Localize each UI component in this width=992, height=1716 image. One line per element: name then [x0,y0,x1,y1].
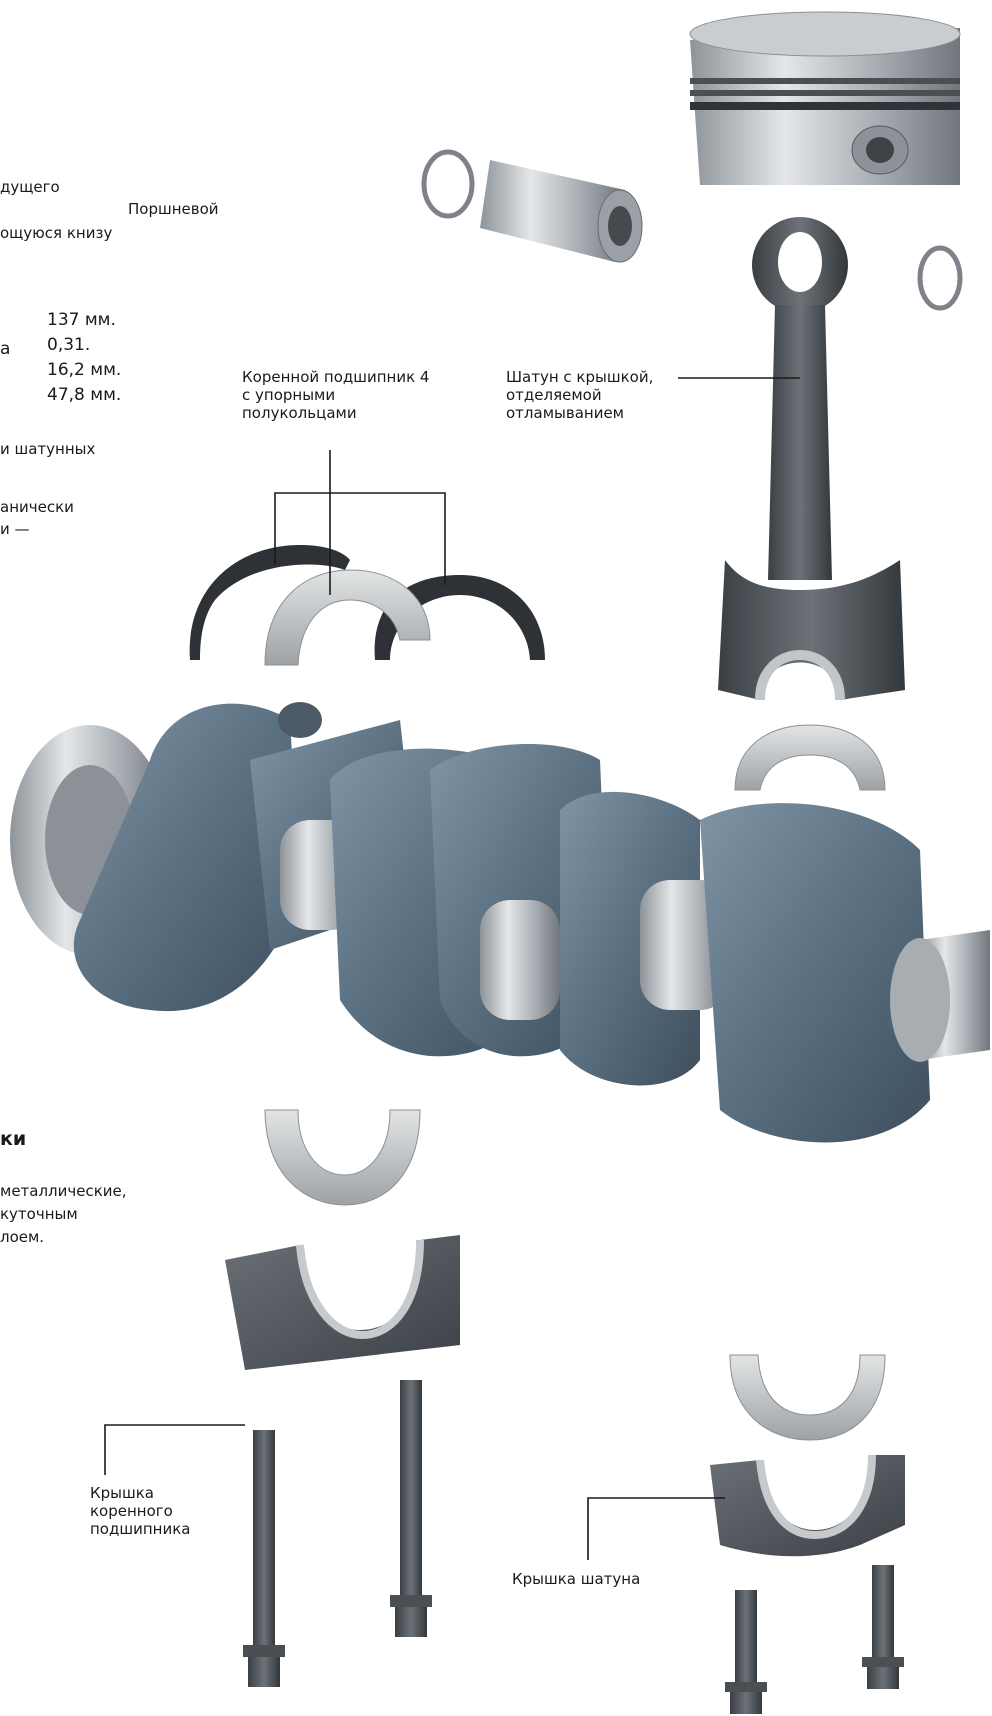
connecting-rod-icon [718,217,905,700]
intro-line-3: ощуюся книзу [0,224,112,243]
bearing-line-2: куточным [0,1205,78,1224]
rod-cap-icon [710,1455,905,1556]
spec-left-fragment: а [0,339,10,360]
label-main-cap-line-3: подшипника [90,1520,190,1538]
body-line-1: и шатунных [0,440,95,459]
label-main-bearing-line-1: Коренной подшипник 4 [242,368,429,386]
label-rod-cap: Крышка шатуна [512,1570,640,1588]
label-conrod-line-3: отламыванием [506,404,624,422]
spec-value-3: 16,2 мм. [47,360,121,381]
piston-pin-icon [480,160,642,262]
section-heading: ки [0,1128,26,1150]
label-main-cap-line-1: Крышка [90,1484,154,1502]
body-line-2: анически [0,498,74,517]
intro-line-2: Поршневой [128,200,219,219]
main-bearing-shell-lower-icon [265,1110,420,1205]
body-line-3: и — [0,520,30,539]
bearing-line-1: металлические, [0,1182,127,1201]
label-conrod-line-1: Шатун с крышкой, [506,368,653,386]
label-main-bearing-line-3: полукольцами [242,404,357,422]
bearing-line-3: лоем. [0,1228,44,1247]
label-main-bearing-line-2: с упорными [242,386,335,404]
leader-main-bearing-cap [105,1425,245,1475]
intro-line-1: дущего [0,178,60,197]
rod-bearing-shell-lower-icon [730,1355,885,1440]
piston-icon [690,12,960,185]
label-conrod-line-2: отделяемой [506,386,602,404]
crankshaft-icon [10,702,990,1143]
main-bearing-cap-icon [225,1235,460,1370]
spec-value-4: 47,8 мм. [47,385,121,406]
label-main-cap-line-2: коренного [90,1502,173,1520]
spec-value-2: 0,31. [47,335,90,356]
spec-value-1: 137 мм. [47,310,116,331]
leader-rod-cap [588,1498,725,1560]
